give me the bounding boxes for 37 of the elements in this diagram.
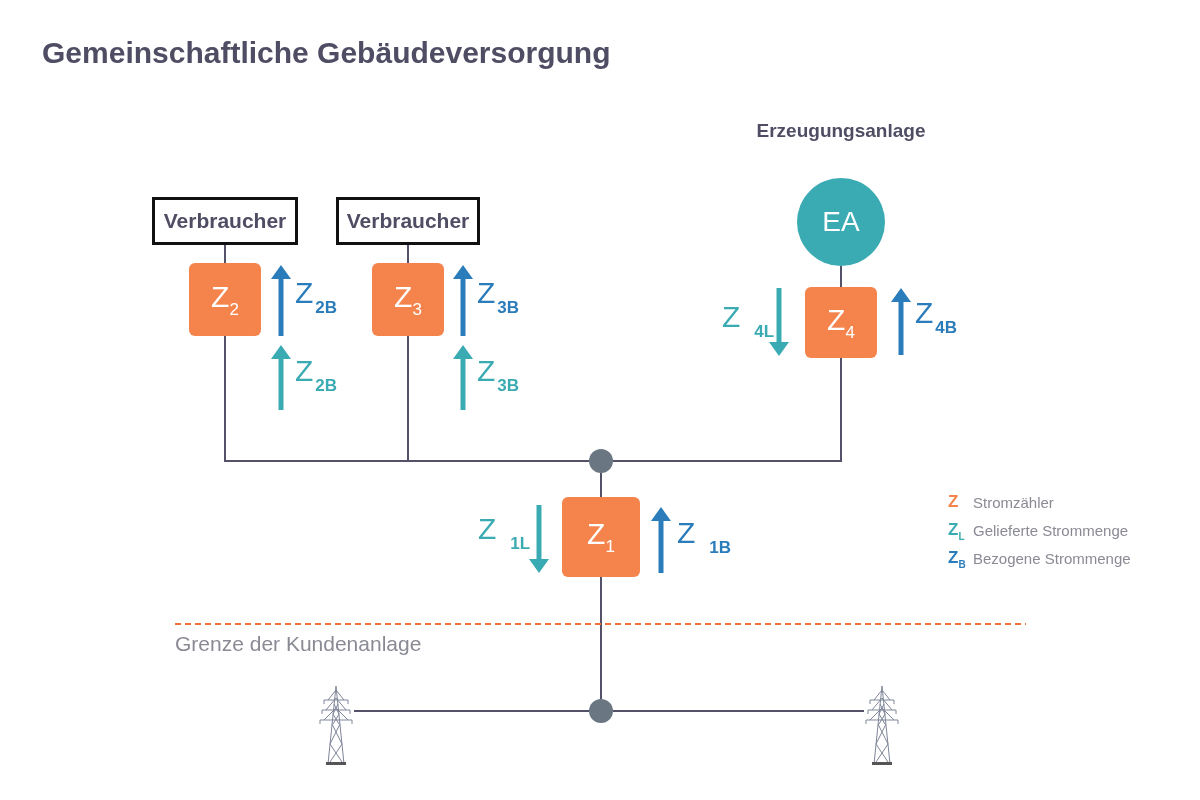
legend-symbol: Z$_{L}$: [948, 520, 965, 542]
meter-box: Z$_{2}$: [189, 263, 261, 336]
meter-label: Z$_{1B}$: [677, 516, 732, 558]
wire-line: [612, 710, 865, 712]
legend-symbol: Z$_{B}$: [948, 548, 966, 570]
wire-line: [353, 710, 590, 712]
wire-line: [600, 576, 602, 700]
meter-label: Z$_{2B}$: [295, 354, 338, 396]
meter-label: Z$_{3B}$: [477, 354, 520, 396]
diagram-title: Gemeinschaftliche Gebäudeversorgung: [42, 36, 611, 70]
consumer-box: Verbraucher: [152, 197, 298, 245]
meter-box: Z$_{3}$: [372, 263, 444, 336]
meter-box: Z$_{4}$: [805, 287, 877, 358]
meter-label: Z$_{2B}$: [295, 276, 338, 318]
node-caption: Erzeugungsanlage: [755, 120, 927, 142]
wire-line: [224, 244, 226, 264]
wire-line: [612, 357, 842, 462]
boundary-label: Grenze der Kundenanlage: [175, 632, 422, 656]
meter-box: Z$_{1}$: [562, 497, 640, 577]
junction-dot: [589, 449, 613, 473]
consumer-box: Verbraucher: [336, 197, 480, 245]
meter-label: Z$_{4L}$: [722, 300, 775, 342]
wire-line: [407, 335, 590, 462]
junction-dot: [589, 699, 613, 723]
wire-line: [407, 244, 409, 264]
legend-text: Stromzähler: [973, 494, 1054, 511]
legend-text: Gelieferte Strommenge: [973, 522, 1129, 539]
pylon-drawing: [864, 684, 900, 766]
legend-symbol: Z: [948, 492, 959, 512]
generator-circle: EA: [797, 178, 885, 266]
wire-line: [840, 265, 842, 288]
pylon-drawing: [318, 684, 354, 766]
meter-label: Z$_{1L}$: [478, 512, 531, 554]
wire-line: [600, 472, 602, 498]
meter-label: Z$_{4B}$: [915, 296, 958, 338]
meter-label: Z$_{3B}$: [477, 276, 520, 318]
legend-text: Bezogene Strommenge: [973, 550, 1131, 567]
